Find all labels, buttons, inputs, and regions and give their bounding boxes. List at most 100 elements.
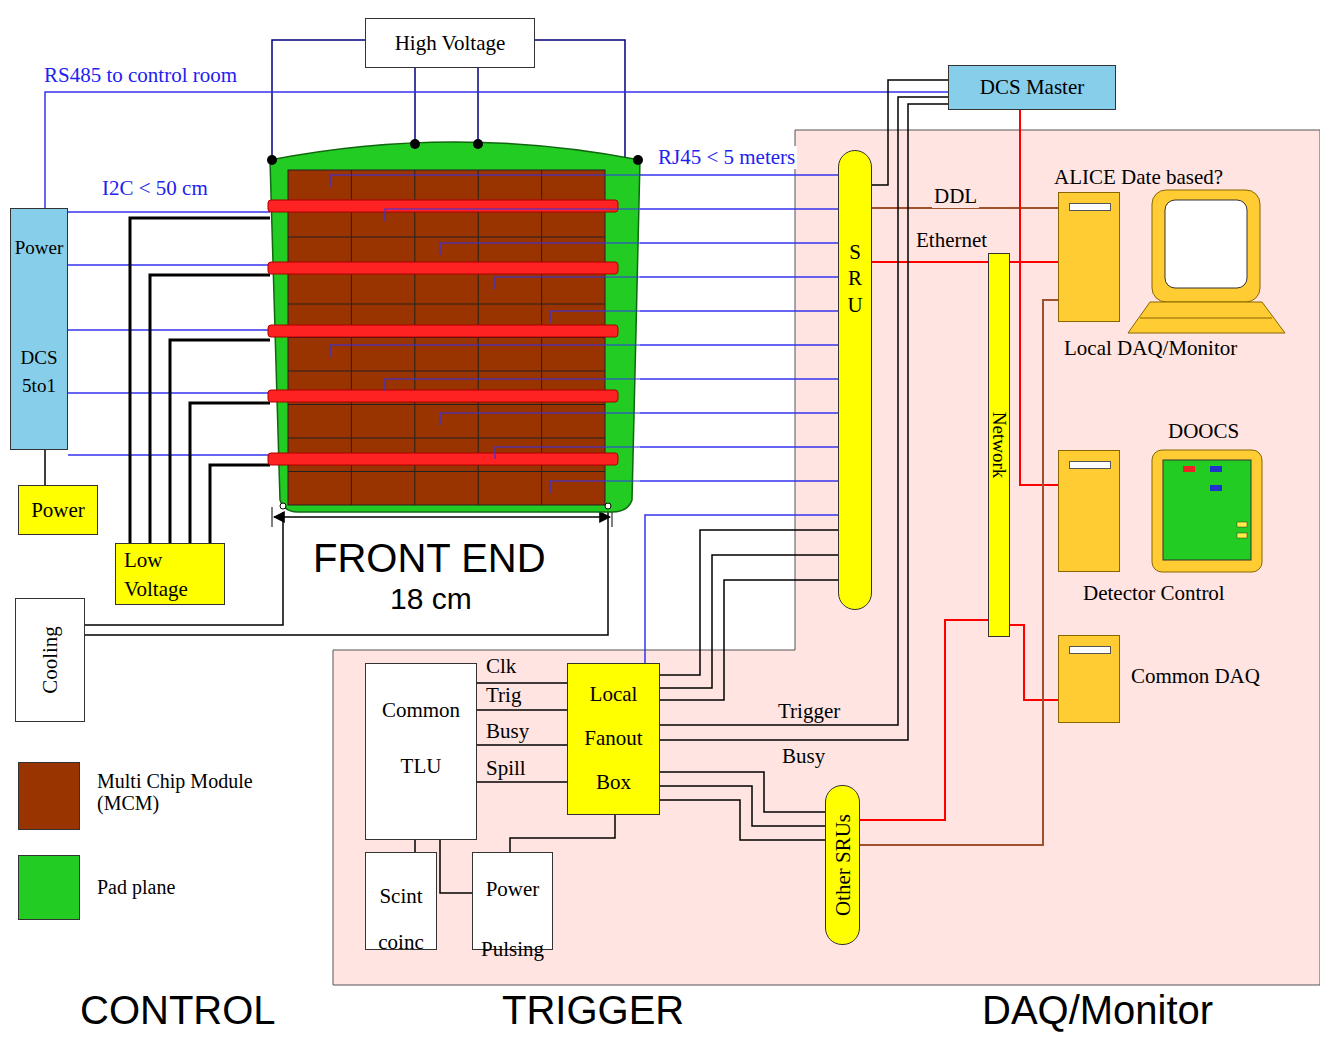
drawing-stroke — [1128, 302, 1285, 333]
connector — [640, 310, 838, 312]
connector — [68, 264, 270, 266]
connector — [510, 815, 615, 852]
connector — [640, 208, 838, 210]
node-label: Other SRUs — [830, 814, 854, 916]
connector — [645, 515, 838, 663]
connector — [85, 512, 283, 625]
connector — [535, 40, 625, 160]
scintillator-box: Scint coinc — [365, 852, 437, 950]
node-label: Low Voltage — [124, 546, 206, 604]
connector — [68, 211, 270, 213]
legend-text: Pad plane — [95, 876, 299, 898]
node-label: SRU — [845, 239, 866, 318]
node-label: Cooling — [38, 626, 62, 694]
connector — [477, 744, 567, 746]
node-label: DCS Master — [980, 75, 1084, 99]
drawing-stroke — [1140, 318, 1272, 319]
power-pulsing-box: Power Pulsing — [472, 852, 553, 950]
drive-slot — [1069, 646, 1111, 654]
computer-tower: Common DAQ — [1058, 635, 1120, 723]
edge-label: Trigger — [776, 700, 842, 723]
readout-bar — [268, 262, 618, 274]
cable-line — [440, 243, 640, 255]
cable-line — [385, 209, 640, 221]
connector — [640, 276, 838, 278]
connector — [860, 300, 1058, 845]
connector — [477, 709, 567, 711]
cable-line — [495, 277, 640, 289]
edge-label: Busy — [484, 720, 531, 743]
drawing-stroke — [1163, 460, 1251, 560]
connector — [272, 40, 365, 160]
connector — [660, 580, 838, 700]
connector — [640, 446, 838, 448]
node-label: Network — [988, 412, 1010, 478]
local-monitor — [1128, 190, 1285, 333]
connector — [640, 412, 838, 414]
dcs-box: PowerDCS 5to1 — [10, 208, 68, 450]
connector — [130, 218, 270, 543]
node-label: Detector Control — [1083, 581, 1225, 605]
connector — [1010, 625, 1058, 700]
tlu-box: Common TLU — [365, 663, 477, 840]
cooling-port — [605, 503, 611, 509]
legend-swatch — [18, 762, 80, 830]
drive-slot — [1069, 461, 1111, 469]
connector — [660, 555, 838, 688]
connector — [477, 781, 567, 783]
connector — [872, 261, 988, 263]
node-label: Local Fanout Box — [569, 672, 659, 804]
cable-line — [550, 311, 640, 323]
network-bar: Network — [988, 253, 1010, 637]
section-label: DAQ/Monitor — [980, 988, 1215, 1032]
cable-line — [550, 481, 640, 493]
drawing-stroke — [1152, 450, 1262, 572]
drawing-stroke — [1152, 190, 1260, 302]
connector — [640, 242, 838, 244]
node-label: Power — [31, 498, 85, 522]
node-label: FRONT END — [313, 535, 546, 581]
node-label: Local DAQ/Monitor — [1064, 336, 1237, 360]
cooling-port — [280, 503, 286, 509]
cable-line — [330, 175, 640, 187]
cooling-box: Cooling — [15, 598, 85, 722]
computer-tower: ALICE Date based?Local DAQ/Monitor — [1058, 192, 1120, 322]
hv-contact — [633, 155, 643, 165]
connector — [440, 840, 472, 893]
connector — [150, 275, 270, 543]
readout-bar — [268, 200, 618, 212]
doocs-monitor — [1152, 450, 1262, 572]
connector — [414, 840, 416, 852]
connector — [660, 97, 948, 725]
fanout-box: Local Fanout Box — [567, 663, 660, 815]
connector — [872, 80, 948, 185]
drawing-stroke — [1165, 200, 1247, 288]
sru-bar: SRU — [838, 150, 872, 610]
edge-label: I2C < 50 cm — [100, 177, 210, 200]
drawing-stroke — [1237, 533, 1247, 538]
node-label: ALICE Date based? — [1054, 165, 1223, 189]
connector — [190, 403, 270, 543]
section-label: CONTROL — [78, 988, 278, 1032]
edge-label: Ethernet — [914, 229, 989, 252]
hv-contact — [473, 139, 483, 149]
edge-label: DDL — [932, 185, 979, 208]
readout-bar — [268, 325, 618, 337]
connector — [640, 378, 838, 380]
computer-tower: DOOCSDetector Control — [1058, 450, 1120, 572]
low-voltage-box: Low Voltage — [115, 543, 225, 605]
readout-bar — [268, 453, 618, 465]
power-box: Power — [18, 485, 98, 535]
edge-label: Busy — [780, 745, 827, 768]
connector — [44, 450, 46, 485]
connector — [660, 104, 948, 740]
edge-label: Spill — [484, 757, 528, 780]
node-label: Common TLU — [371, 682, 471, 794]
drawing-stroke — [274, 516, 610, 518]
dcs-master-box: DCS Master — [948, 65, 1116, 110]
hv-contact — [410, 139, 420, 149]
connector — [640, 480, 838, 482]
edge-label: RS485 to control room — [42, 64, 239, 87]
connector — [640, 174, 838, 176]
other-srus-bar: Other SRUs — [825, 785, 860, 945]
